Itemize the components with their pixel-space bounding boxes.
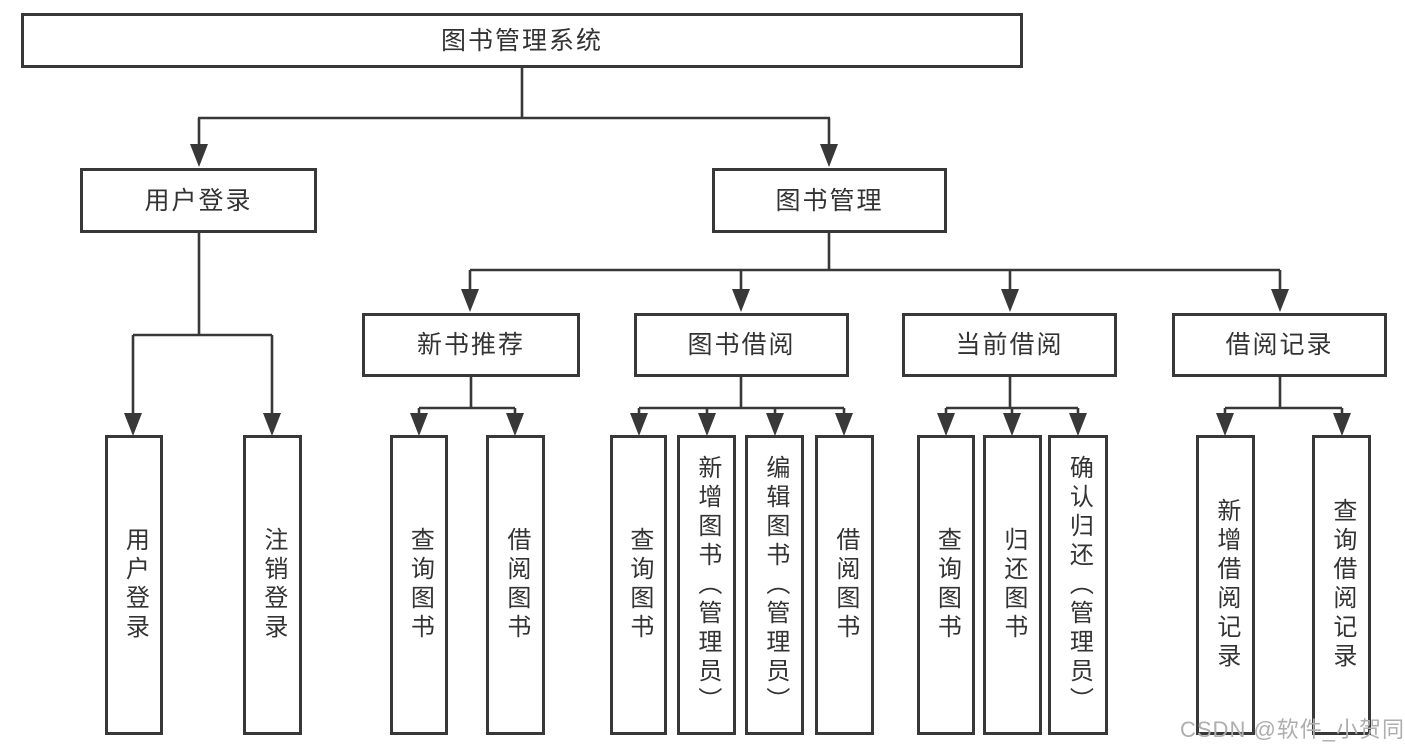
node-leaf-bb-query: 查询图书 bbox=[610, 435, 667, 735]
node-user-login: 用户登录 bbox=[80, 168, 317, 233]
node-book-borrow: 图书借阅 bbox=[634, 313, 849, 377]
node-leaf-br-query: 查询借阅记录 bbox=[1312, 435, 1371, 735]
node-leaf-br-add: 新增借阅记录 bbox=[1196, 435, 1255, 735]
node-root: 图书管理系统 bbox=[21, 13, 1023, 68]
node-current-borrow: 当前借阅 bbox=[902, 313, 1117, 377]
node-new-book: 新书推荐 bbox=[362, 313, 580, 377]
node-leaf-bb-add: 新增图书（管理员） bbox=[677, 435, 736, 735]
node-leaf-bb-borrow: 借阅图书 bbox=[815, 435, 874, 735]
node-leaf-cb-confirm: 确认归还（管理员） bbox=[1048, 435, 1108, 735]
node-leaf-nb-query: 查询图书 bbox=[390, 435, 448, 735]
node-leaf-cb-return: 归还图书 bbox=[983, 435, 1042, 735]
node-leaf-user-login: 用户登录 bbox=[105, 435, 163, 735]
node-leaf-cb-query: 查询图书 bbox=[917, 435, 975, 735]
node-leaf-bb-edit: 编辑图书（管理员） bbox=[745, 435, 804, 735]
node-leaf-nb-borrow: 借阅图书 bbox=[486, 435, 545, 735]
watermark: CSDN @软件_小贺同学 bbox=[1180, 717, 1405, 742]
node-book-manage: 图书管理 bbox=[712, 168, 947, 233]
node-leaf-logout: 注销登录 bbox=[243, 435, 302, 735]
node-borrow-record: 借阅记录 bbox=[1172, 313, 1387, 377]
